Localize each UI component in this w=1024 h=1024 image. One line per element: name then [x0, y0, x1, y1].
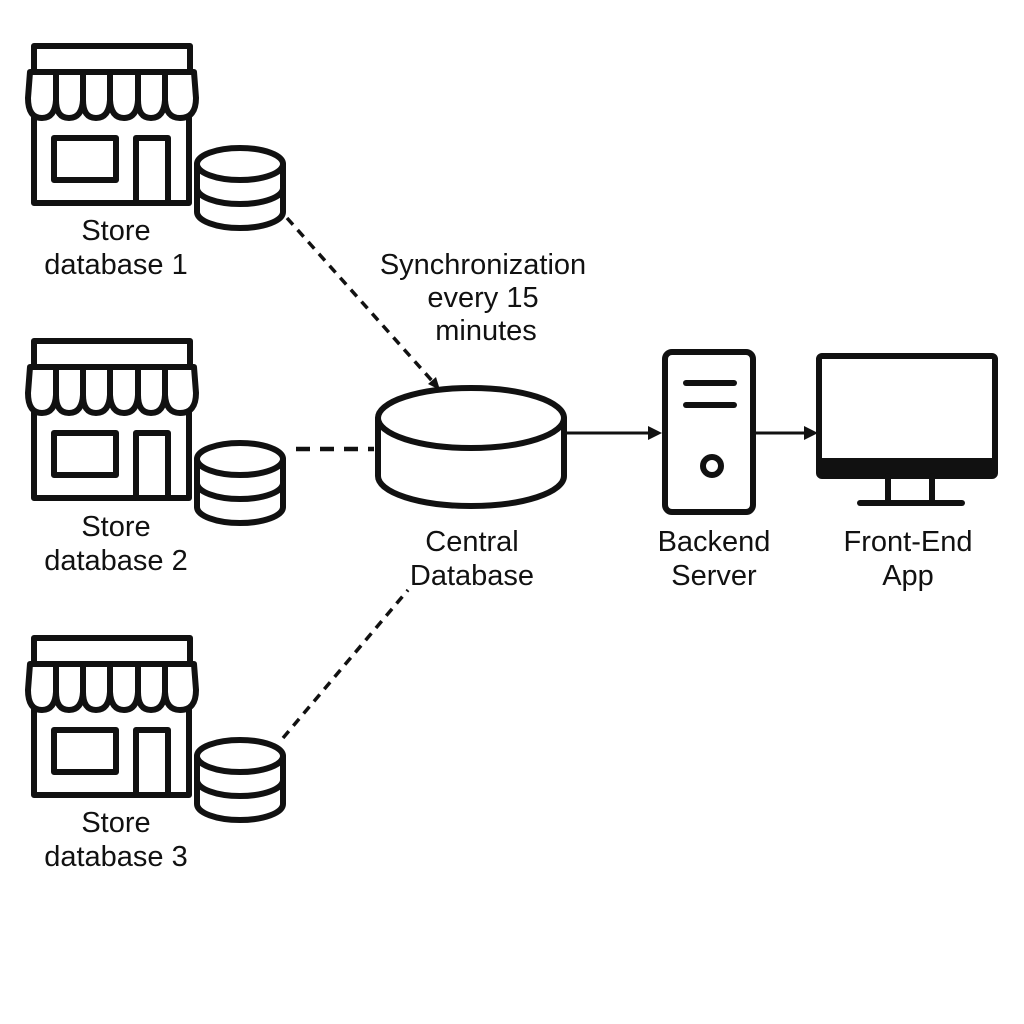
sync-note-line2: every 15 [427, 282, 539, 314]
store-2-label-line1: Store [81, 511, 151, 543]
store-3-label-line1: Store [81, 807, 151, 839]
central-database-label-line1: Central [425, 526, 519, 558]
store-2 [28, 341, 283, 523]
sync-note-line3: minutes [435, 315, 537, 347]
storefront-icon [28, 638, 196, 795]
monitor-icon [816, 353, 998, 506]
link-central-to-backend-arrowhead [648, 426, 662, 440]
central-database-icon [375, 385, 567, 509]
sync-link-store-3 [281, 588, 410, 740]
sync-note: Synchronization every 15 minutes [358, 249, 608, 348]
store-3-label: Store database 3 [20, 806, 212, 874]
store-1 [28, 46, 283, 228]
front-end-app-label-line2: App [882, 560, 934, 592]
sync-link-store-1 [285, 216, 436, 385]
store-3-label-line2: database 3 [44, 841, 188, 873]
sync-link-store-1-arrowhead [428, 377, 440, 390]
store-2-label: Store database 2 [20, 510, 212, 578]
backend-server-label: Backend Server [634, 525, 794, 593]
storefront-icon [28, 341, 196, 498]
server-tower-icon [662, 349, 756, 515]
link-backend-to-frontend-arrowhead [804, 426, 818, 440]
store-1-label: Store database 1 [20, 214, 212, 282]
central-database-label-line2: Database [409, 560, 535, 592]
store-3 [28, 638, 283, 820]
central-database-label: Central Database [384, 525, 560, 593]
front-end-app-label: Front-End App [822, 525, 994, 593]
storefront-icon [28, 46, 196, 203]
backend-server-label-line2: Server [671, 560, 757, 592]
store-1-label-line1: Store [81, 215, 151, 247]
store-1-label-line2: database 1 [44, 249, 188, 281]
backend-server-label-line1: Backend [657, 526, 771, 558]
store-2-label-line2: database 2 [44, 545, 188, 577]
front-end-app-label-line1: Front-End [843, 526, 973, 558]
sync-note-line1: Synchronization [379, 249, 587, 281]
